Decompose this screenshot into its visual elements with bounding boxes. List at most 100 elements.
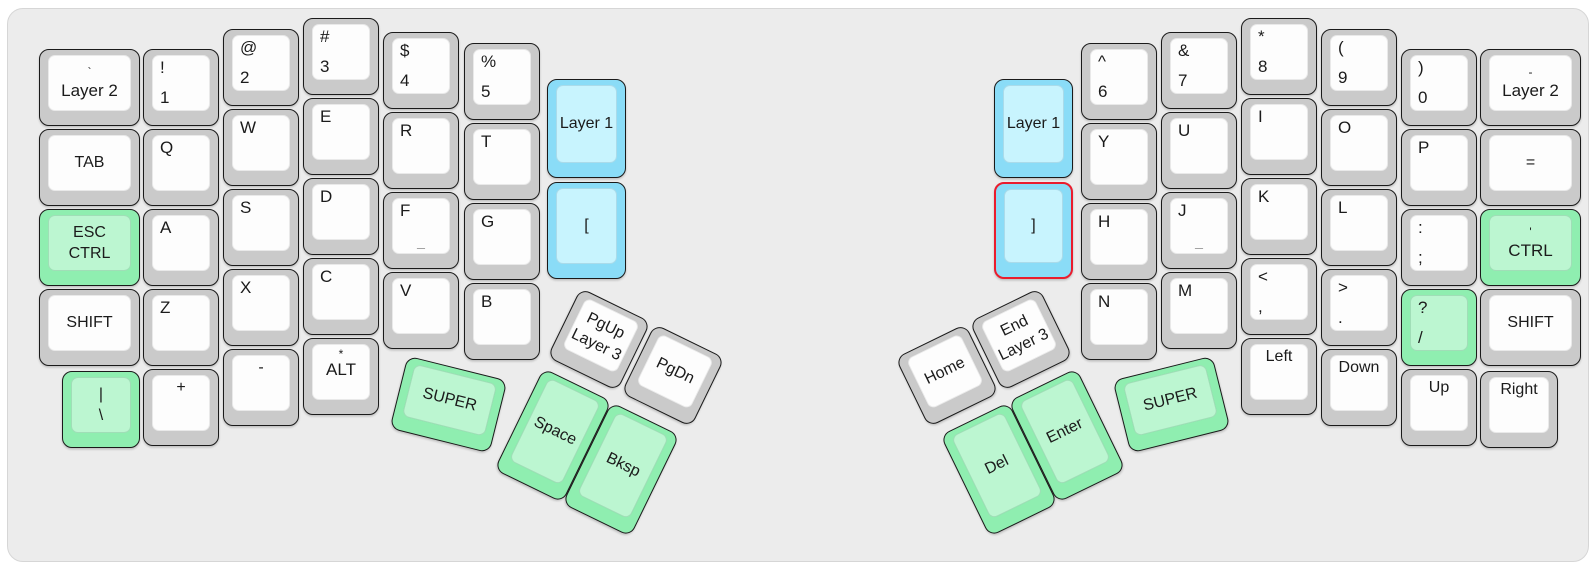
key-r-9[interactable]: (9 [1321,29,1397,106]
key-r-layer1[interactable]: Layer 1 [994,79,1073,178]
key-label: H [1098,212,1111,231]
key-r-minus-layer2[interactable]: -Layer 2 [1480,49,1581,126]
key-l-d[interactable]: D [303,178,379,255]
key-label: / [1418,327,1423,347]
key-r-up[interactable]: Up [1401,369,1477,446]
key-l-pipe-backslash[interactable]: |\ [62,371,140,448]
key-r-right[interactable]: Right [1480,371,1558,448]
key-r-l[interactable]: L [1321,189,1397,266]
key-label: 5 [481,81,491,101]
key-l-lbracket[interactable]: [ [547,182,626,279]
keycap-surface: SUPER [1122,363,1219,437]
key-l-c[interactable]: C [303,258,379,335]
key-label: = [1525,154,1536,172]
keycap-surface: P [1410,135,1468,191]
keycap-surface: Q [152,135,210,191]
key-l-shift[interactable]: SHIFT [39,289,140,366]
key-l-w[interactable]: W [223,109,299,186]
key-r-7[interactable]: &7 [1161,32,1237,109]
key-label: ! [160,58,165,77]
key-l-1[interactable]: !1 [143,49,219,126]
key-r-k[interactable]: K [1241,178,1317,255]
key-label: + [176,379,186,396]
keycap-surface: %5 [473,49,531,105]
key-l-x[interactable]: X [223,269,299,346]
key-l-v[interactable]: V [383,272,459,349]
key-label: 8 [1258,56,1268,76]
key-l-4[interactable]: $4 [383,32,459,109]
keycap-surface: L [1330,195,1388,251]
key-r-left[interactable]: Left [1241,338,1317,415]
key-l-g[interactable]: G [464,203,540,280]
key-l-5[interactable]: %5 [464,43,540,120]
key-r-p[interactable]: P [1401,129,1477,206]
keycap-surface: Layer 1 [1003,85,1064,163]
keycap-surface: ] [1004,189,1063,263]
key-l-r[interactable]: R [383,112,459,189]
key-r-8[interactable]: *8 [1241,18,1317,95]
key-l-3[interactable]: #3 [303,18,379,95]
key-r-i[interactable]: I [1241,98,1317,175]
key-r-h[interactable]: H [1081,203,1157,280]
keycap-surface: <, [1250,264,1308,320]
key-l-f[interactable]: F_ [383,192,459,269]
keycap-surface: U [1170,118,1228,174]
key-r-semicolon[interactable]: :; [1401,209,1477,286]
key-r-equals[interactable]: = [1480,129,1581,206]
key-l-2[interactable]: @2 [223,29,299,106]
key-r-comma[interactable]: <, [1241,258,1317,335]
key-r-m[interactable]: M [1161,272,1237,349]
key-r-shift[interactable]: SHIFT [1480,289,1581,366]
key-l-a[interactable]: A [143,209,219,286]
keycap-surface: G [473,209,531,265]
keycap-surface: @2 [232,35,290,91]
key-r-0[interactable]: )0 [1401,49,1477,126]
key-label: Space [531,413,580,449]
key-r-down[interactable]: Down [1321,349,1397,426]
key-r-rbracket[interactable]: ] [994,182,1073,279]
key-l-tab[interactable]: TAB [39,129,140,206]
key-label: 3 [320,56,330,76]
key-label: > [1338,278,1348,297]
key-r-quote-ctrl[interactable]: 'CTRL [1480,209,1581,286]
keycap-surface: Z [152,295,210,351]
key-label: I [1258,107,1263,126]
key-l-super[interactable]: SUPER [389,355,508,454]
key-label: SHIFT [66,314,113,332]
key-r-super[interactable]: SUPER [1112,355,1231,454]
key-r-n[interactable]: N [1081,283,1157,360]
key-l-minus[interactable]: - [223,349,299,426]
key-label: 7 [1178,70,1188,90]
homing-bar-mark: _ [417,233,425,249]
key-l-star-alt[interactable]: *ALT [303,338,379,415]
key-label: $ [400,41,410,60]
key-l-t[interactable]: T [464,123,540,200]
keycap-surface: [ [556,188,617,264]
key-l-b[interactable]: B [464,283,540,360]
key-l-layer1[interactable]: Layer 1 [547,79,626,178]
keycap-surface: |\ [71,377,131,433]
key-label: ) [1418,58,1424,77]
keycap-surface: *ALT [312,344,370,400]
key-label: Layer 1 [1006,115,1061,133]
key-l-plus[interactable]: + [143,369,219,446]
key-r-j[interactable]: J_ [1161,192,1237,269]
key-r-o[interactable]: O [1321,109,1397,186]
key-l-q[interactable]: Q [143,129,219,206]
key-l-s[interactable]: S [223,189,299,266]
key-r-u[interactable]: U [1161,112,1237,189]
keycap-surface: SUPER [401,363,498,437]
key-r-period[interactable]: >. [1321,269,1397,346]
key-r-y[interactable]: Y [1081,123,1157,200]
key-l-grave-layer2[interactable]: `Layer 2 [39,49,140,126]
key-label: 2 [240,67,250,87]
key-r-6[interactable]: ^6 [1081,43,1157,120]
key-l-e[interactable]: E [303,98,379,175]
key-r-slash[interactable]: ?/ [1401,289,1477,366]
key-l-z[interactable]: Z [143,289,219,366]
key-label: E [320,107,332,126]
keycap-surface: *8 [1250,24,1308,80]
